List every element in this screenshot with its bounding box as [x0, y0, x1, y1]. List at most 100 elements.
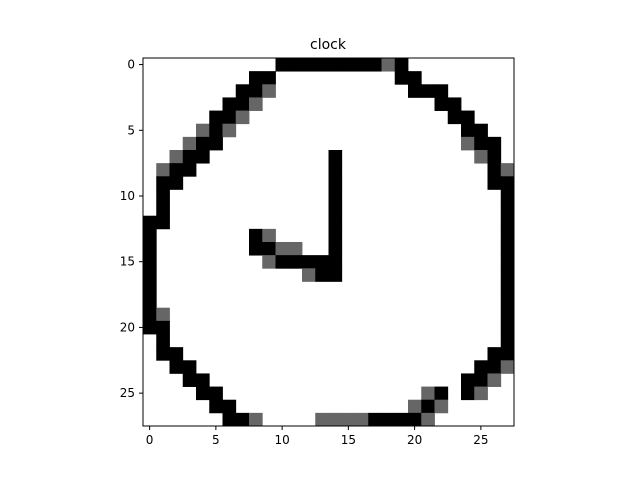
pixel-cell	[222, 412, 237, 427]
pixel-cell	[381, 412, 396, 427]
pixel-cell	[500, 347, 515, 361]
plot-frame	[142, 57, 515, 427]
pixel-cell	[143, 215, 157, 230]
pixel-cell	[487, 136, 502, 151]
pixel-cell	[235, 412, 250, 427]
pixel-cell	[408, 71, 422, 85]
pixel-cell	[156, 163, 170, 177]
pixel-cell	[169, 163, 184, 177]
pixel-cell	[434, 84, 449, 98]
pixel-cell	[156, 334, 170, 348]
pixel-cell	[156, 189, 170, 203]
pixel-cell	[196, 123, 210, 138]
pixel-cell	[288, 242, 303, 256]
pixel-cell	[249, 228, 263, 243]
pixel-cell	[394, 412, 409, 427]
pixel-cell	[474, 373, 488, 387]
pixel-cell	[196, 136, 210, 151]
pixel-cell	[209, 136, 223, 151]
pixel-cell	[222, 110, 237, 125]
pixel-cell	[500, 163, 515, 177]
pixel-cell	[474, 386, 488, 401]
pixel-cell	[500, 268, 515, 282]
pixel-cell	[209, 399, 223, 414]
image-cells	[143, 58, 515, 427]
pixel-cell	[500, 360, 515, 374]
pixel-cell	[421, 84, 435, 98]
pixel-cell	[394, 58, 409, 72]
y-tick-label: 20	[120, 320, 135, 334]
pixel-cell	[474, 360, 488, 374]
pixel-cell	[222, 123, 237, 138]
pixel-cell	[500, 202, 515, 217]
pixel-cell	[143, 320, 157, 335]
pixel-cell	[487, 150, 502, 164]
pixel-cell	[474, 150, 488, 164]
pixel-cell	[421, 386, 435, 401]
pixel-cell	[487, 176, 502, 190]
pixel-cell	[487, 373, 502, 387]
pixel-cell	[209, 386, 223, 401]
pixel-cell	[156, 176, 170, 190]
chart-title: clock	[310, 37, 347, 53]
pixel-cell	[500, 255, 515, 269]
pixel-cell	[262, 84, 276, 98]
pixel-cell	[275, 242, 290, 256]
pixel-cell	[262, 71, 276, 85]
pixel-cell	[209, 123, 223, 138]
pixel-cell	[500, 215, 515, 230]
pixel-cell	[235, 110, 250, 125]
pixel-cell	[249, 242, 263, 256]
pixel-cell	[434, 386, 449, 401]
pixel-cell	[461, 110, 475, 125]
pixel-cell	[341, 58, 356, 72]
pixel-cell	[169, 347, 184, 361]
pixel-cell	[328, 255, 343, 269]
pixel-cell	[394, 71, 409, 85]
pixel-cell	[328, 228, 343, 243]
x-tick-label: 5	[212, 433, 220, 447]
pixel-cell	[500, 228, 515, 243]
pixel-cell	[288, 58, 303, 72]
pixel-cell	[262, 228, 276, 243]
pixel-cell	[500, 242, 515, 256]
pixel-cell	[328, 268, 343, 282]
pixel-cell	[500, 281, 515, 295]
pixel-cell	[156, 347, 170, 361]
pixel-cell	[408, 84, 422, 98]
pixel-cell	[196, 373, 210, 387]
pixel-cell	[196, 150, 210, 164]
pixel-cell	[156, 320, 170, 335]
pixel-cell	[249, 71, 263, 85]
pixel-cell	[315, 255, 329, 269]
pixel-cell	[487, 360, 502, 374]
pixel-cell	[328, 58, 343, 72]
pixel-cell	[341, 412, 356, 427]
pixel-cell	[447, 110, 462, 125]
pixel-cell	[209, 110, 223, 125]
pixel-cell	[143, 268, 157, 282]
pixel-cell	[328, 176, 343, 190]
y-tick-label: 0	[127, 58, 135, 72]
pixel-cell	[302, 58, 316, 72]
pixel-cell	[461, 386, 475, 401]
pixel-cell	[381, 58, 396, 72]
pixel-cell	[143, 294, 157, 309]
pixel-cell	[487, 163, 502, 177]
pixel-cell	[408, 412, 422, 427]
pixel-cell	[500, 320, 515, 335]
pixel-cell	[328, 242, 343, 256]
pixel-cell	[461, 136, 475, 151]
pixel-cell	[156, 202, 170, 217]
pixel-cell	[447, 97, 462, 111]
pixel-cell	[182, 136, 197, 151]
pixel-cell	[434, 97, 449, 111]
pixel-cell	[196, 386, 210, 401]
pixel-cell	[262, 242, 276, 256]
x-tick-label: 15	[341, 433, 356, 447]
pixel-cell	[143, 255, 157, 269]
pixel-cell	[222, 399, 237, 414]
